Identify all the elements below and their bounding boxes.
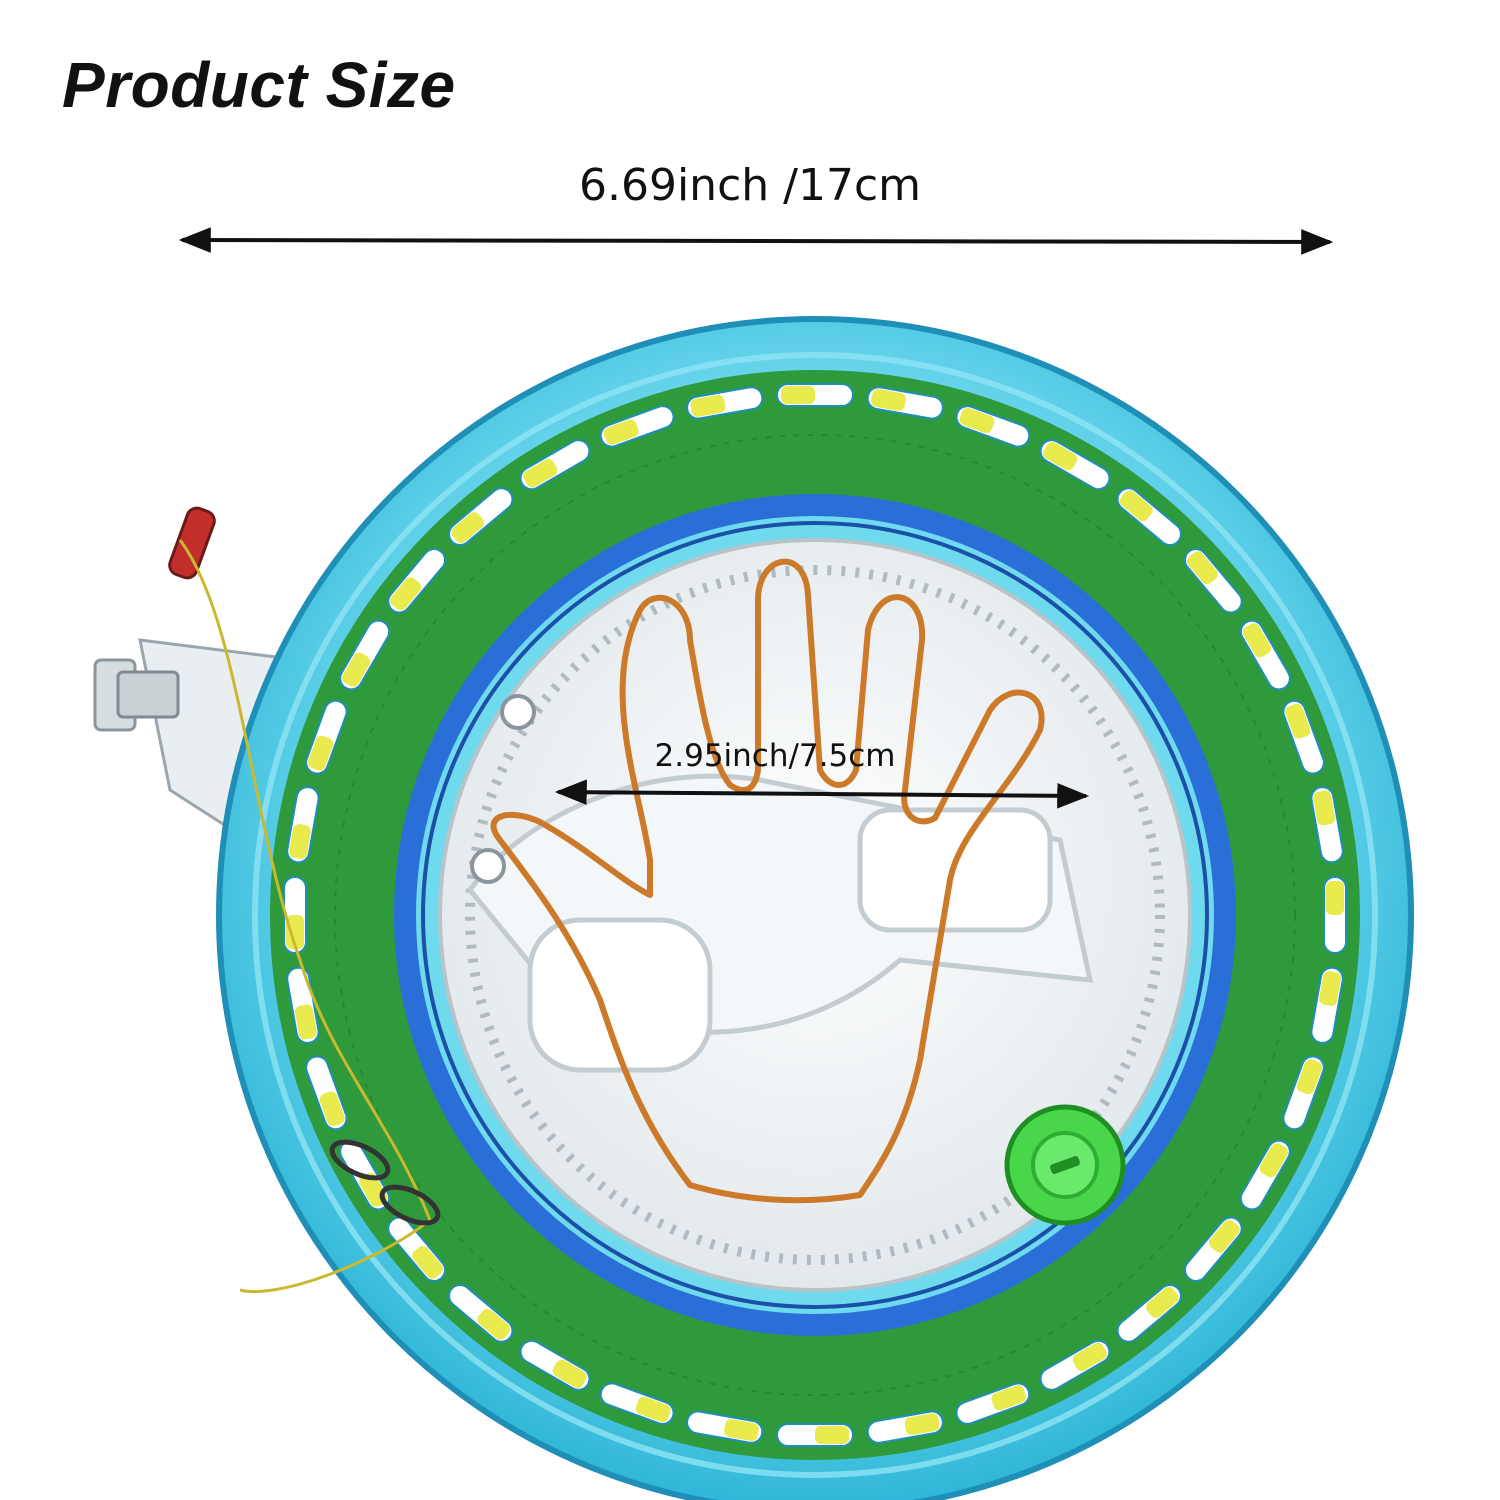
winding-knob-icon: [1004, 1104, 1126, 1226]
rim-slot-highlight: [635, 1396, 671, 1423]
rim-slot-highlight: [289, 824, 311, 859]
rim-slot-highlight: [286, 915, 304, 949]
inner-diameter-label: 2.95inch/7.5cm: [654, 738, 896, 774]
rim-slot-highlight: [294, 1004, 317, 1040]
rim-slot-highlight: [690, 394, 726, 417]
rim-slot-highlight: [477, 1308, 511, 1340]
rim-slots: [283, 383, 1347, 1447]
rim-slot-highlight: [959, 407, 995, 434]
rim-slot-highlight: [1326, 881, 1344, 915]
rim-slot-highlight: [1242, 623, 1271, 658]
rim-slot-highlight: [603, 419, 639, 445]
rim-slot-highlight: [1285, 703, 1311, 739]
rim-slot-highlight: [1208, 1219, 1240, 1253]
rim-slot-highlight: [319, 1091, 345, 1127]
hub-ring: [394, 494, 1236, 1336]
rim-slot-highlight: [1043, 442, 1078, 471]
kite-line: [178, 539, 432, 1293]
rim-slot-highlight: [724, 1419, 759, 1441]
rim-slot-highlight: [1319, 971, 1341, 1006]
rim-slot-highlight: [1313, 790, 1336, 826]
rim-slot-highlight: [451, 512, 485, 543]
rim-slot-highlight: [390, 577, 422, 611]
outer-dimension-arrow: [178, 227, 1334, 255]
rim-slot-highlight: [342, 652, 371, 687]
rim-slot-highlight: [991, 1385, 1027, 1411]
rim-slot-highlight: [781, 386, 815, 404]
rim-slot-highlight: [412, 1245, 443, 1279]
rim-slot-highlight: [552, 1359, 587, 1388]
rim-slot-highlight: [871, 389, 906, 411]
rim-slot-highlight: [523, 459, 558, 488]
rim-slot-highlight: [1296, 1059, 1323, 1095]
rim-slot-highlight: [904, 1413, 940, 1436]
rim-slot-highlight: [1187, 551, 1218, 585]
hand-outline-icon: [490, 558, 1045, 1204]
inner-dimension-arrow: [554, 779, 1090, 809]
swivel-icon: [329, 1139, 441, 1226]
outer-diameter-label: 6.69inch /17cm: [578, 160, 921, 211]
rim-slot-highlight: [1119, 490, 1153, 522]
rim-slot-highlight: [815, 1426, 849, 1444]
kite-reel: [216, 316, 1414, 1500]
line-clip-icon: [168, 506, 216, 580]
page-title: Product Size: [62, 49, 456, 121]
rim-slot-highlight: [1259, 1143, 1288, 1178]
rim-slot-highlight: [1072, 1342, 1107, 1371]
rim-slot-highlight: [307, 735, 334, 771]
rim-slot-highlight: [1145, 1287, 1179, 1318]
